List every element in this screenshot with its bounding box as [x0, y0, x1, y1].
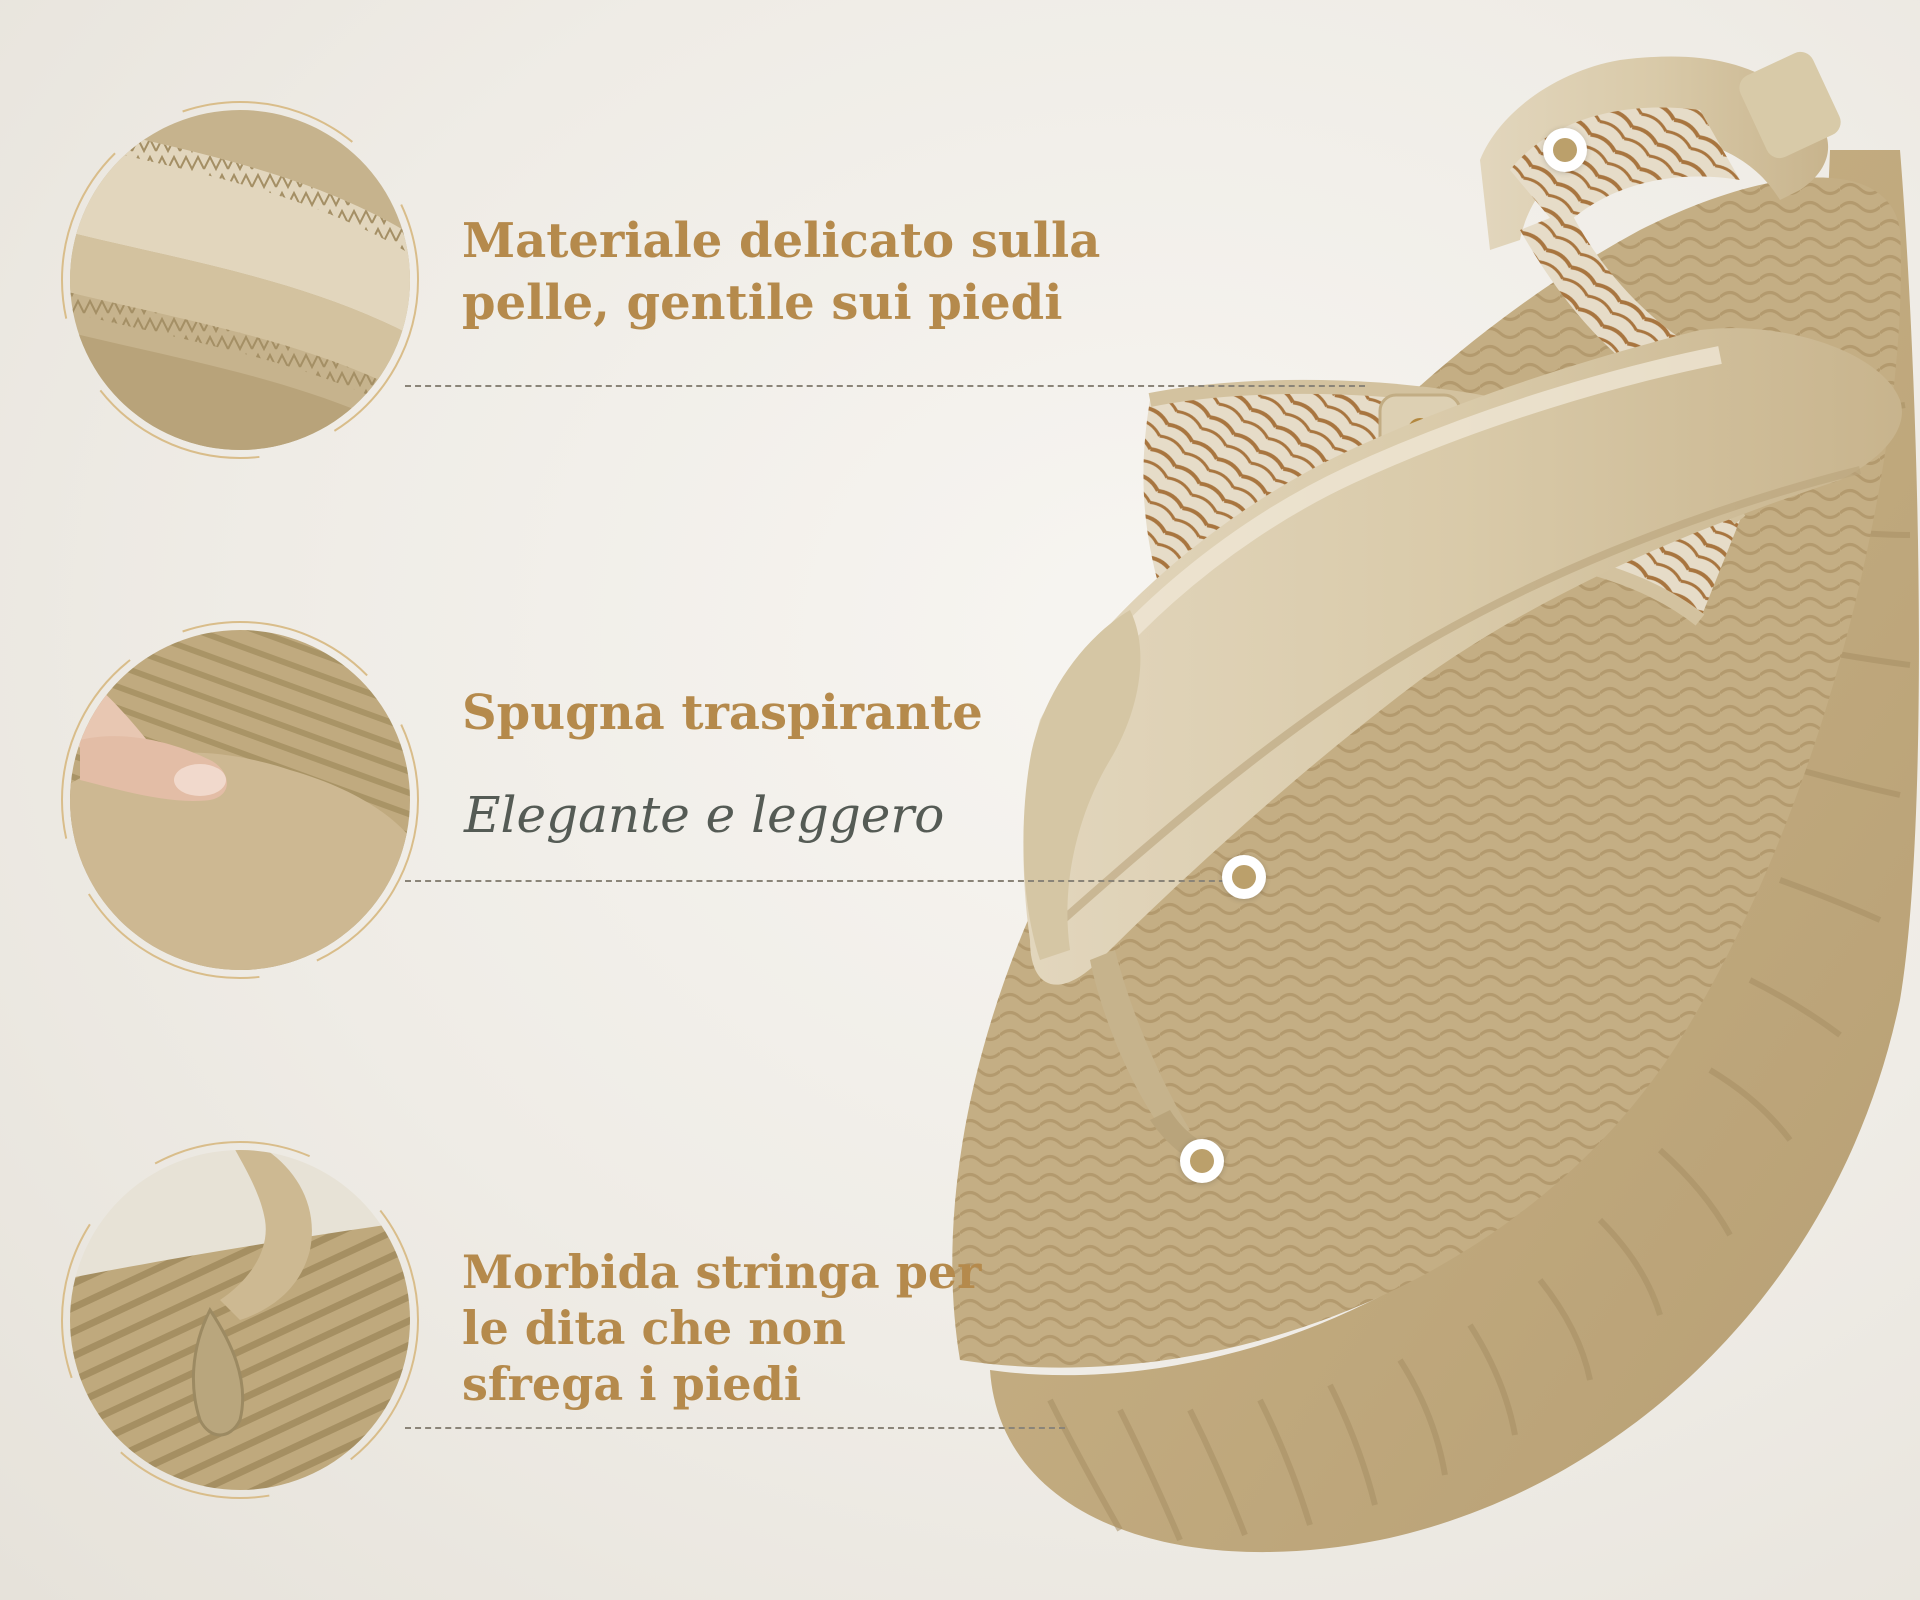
feature-subtitle-foam: Elegante e leggero [464, 786, 945, 844]
leader-line-foam [405, 880, 1245, 882]
leader-line-toe-strap [405, 1427, 1065, 1429]
detail-image-foam [60, 620, 420, 980]
detail-image-toe-post [60, 1140, 420, 1500]
feature-title-foam: Spugna traspirante [462, 685, 983, 741]
feature-title-material: Materiale delicato sulla pelle, gentile … [462, 213, 1101, 331]
hotspot-marker-icon[interactable] [1543, 128, 1587, 172]
hotspot-marker-icon[interactable] [1222, 855, 1266, 899]
detail-image-fabric [60, 100, 420, 460]
feature-title-toe-strap: Morbida stringa per le dita che non sfre… [462, 1245, 982, 1411]
hotspot-marker-icon[interactable] [1180, 1139, 1224, 1183]
leader-line-material [405, 385, 1365, 387]
